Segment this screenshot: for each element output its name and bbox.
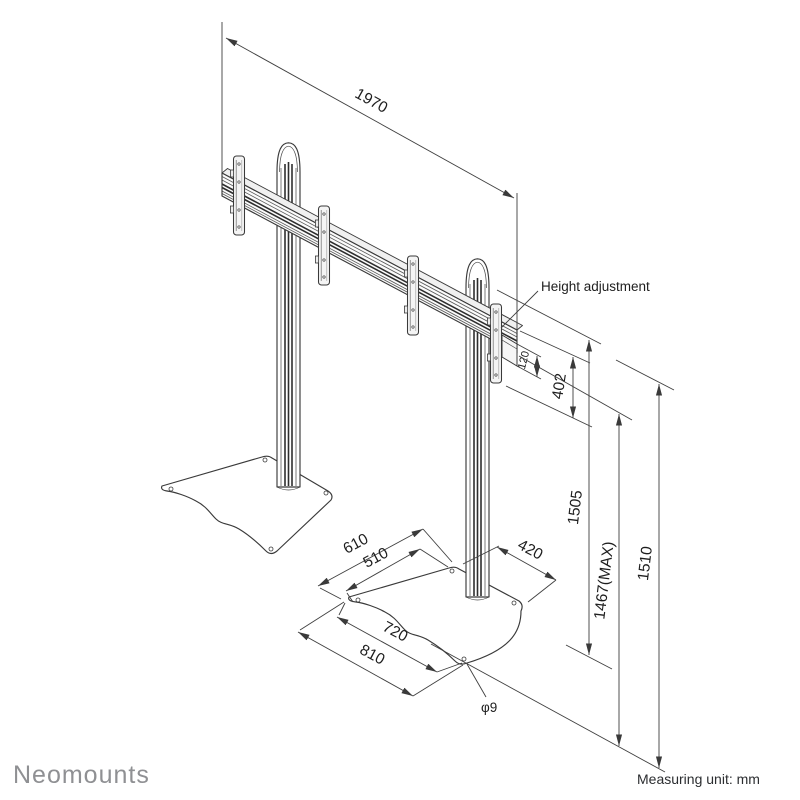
base-hole	[168, 486, 174, 492]
base-hole	[268, 546, 274, 552]
dim-label-810: 810	[357, 641, 388, 668]
height-adjustment-leader	[500, 290, 539, 329]
base-hole	[449, 568, 455, 574]
height-adjustment-callout: Height adjustment	[500, 279, 650, 329]
dim-label-1510: 1510	[635, 545, 656, 582]
base-hole	[511, 600, 517, 606]
dimension-1505: 1505	[496, 289, 613, 670]
dimension-120: 120	[516, 343, 542, 380]
dim-label-402: 402	[549, 372, 570, 400]
dim-line-1970	[225, 37, 515, 199]
dim-label-1970: 1970	[352, 85, 391, 117]
pole-right	[465, 258, 490, 601]
brand-logo: Neomounts	[13, 761, 150, 789]
dimension-1510: 1510	[615, 359, 675, 768]
dim-label-120: 120	[516, 350, 532, 371]
dim-line-420	[496, 546, 557, 581]
hole-diameter-callout: φ9	[466, 663, 497, 715]
monitor-rail	[221, 168, 523, 354]
hole-diameter-label: φ9	[481, 700, 497, 715]
measuring-unit-label: Measuring unit: mm	[637, 771, 760, 787]
hole-diameter-leader	[466, 663, 487, 698]
height-adjustment-label: Height adjustment	[541, 279, 650, 294]
dim-line-810	[297, 631, 414, 697]
dim-label-1505: 1505	[565, 489, 586, 525]
floor-reference-line	[430, 643, 666, 773]
base-hole	[323, 490, 329, 496]
base-plate-left	[160, 455, 333, 555]
dim-label-1467-max: 1467(MAX)	[591, 541, 617, 621]
dimension-402: 402	[505, 330, 593, 428]
base-hole	[355, 597, 361, 603]
base-hole	[461, 656, 467, 662]
dim-line-510	[345, 548, 421, 592]
base-hole	[262, 457, 268, 463]
pole-left	[276, 142, 301, 491]
